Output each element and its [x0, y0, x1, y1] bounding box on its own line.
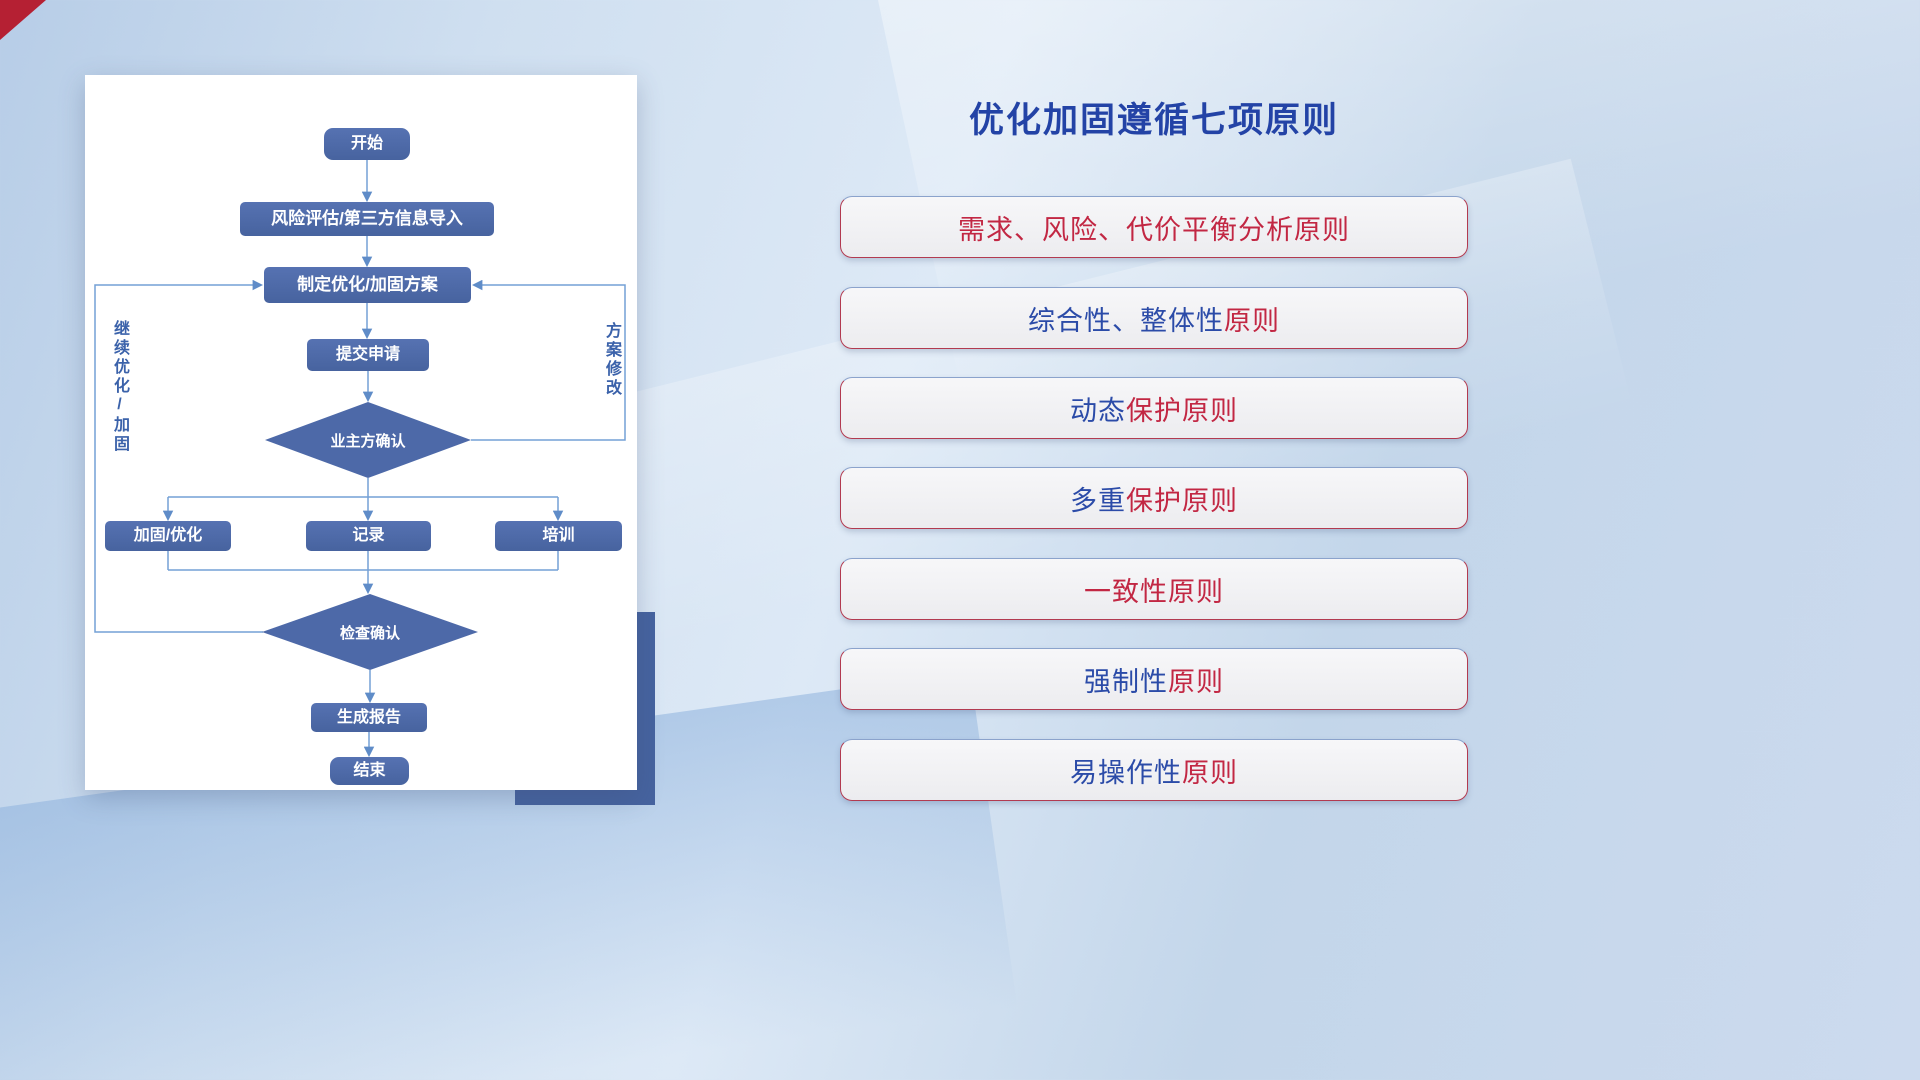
principle-item-1: 需求、风险、代价平衡分析原则 [840, 196, 1468, 258]
flow-node-risk-import: 风险评估/第三方信息导入 [240, 202, 494, 236]
principle-text-red: 保护原则 [1126, 395, 1238, 426]
flowchart-card: 开始 风险评估/第三方信息导入 制定优化/加固方案 提交申请 业主方确认 加固/… [85, 75, 637, 790]
principle-text-blue: 动态 [1070, 395, 1126, 426]
principle-text-red: 需求、风险、代价平衡分析原则 [958, 214, 1350, 245]
flow-node-submit: 提交申请 [307, 339, 429, 371]
page-title: 优化加固遵循七项原则 [968, 101, 1339, 140]
principle-item-6: 强制性 原则 [840, 648, 1468, 710]
principle-text-blue: 强制性 [1084, 666, 1168, 697]
principle-item-3: 动态 保护原则 [840, 377, 1468, 439]
flow-node-report: 生成报告 [311, 703, 427, 732]
principle-item-7: 易操作性 原则 [840, 739, 1468, 801]
flow-node-make-plan: 制定优化/加固方案 [264, 267, 471, 303]
principle-item-5: 一致性原则 [840, 558, 1468, 620]
principle-item-2: 综合性、整体性 原则 [840, 287, 1468, 349]
flow-node-harden: 加固/优化 [105, 521, 231, 551]
edge-label-plan-revise: 方案修改 [603, 322, 620, 398]
principle-text-red: 原则 [1168, 666, 1224, 697]
principle-text-red: 原则 [1224, 305, 1280, 336]
principle-text-red: 原则 [1182, 757, 1238, 788]
flow-node-record: 记录 [306, 521, 431, 551]
principle-text-red: 一致性原则 [1084, 576, 1224, 607]
corner-accent-triangle [0, 0, 46, 40]
flow-node-start: 开始 [324, 128, 410, 160]
principle-text-blue: 多重 [1070, 485, 1126, 516]
flow-node-end: 结束 [330, 757, 409, 785]
principle-item-4: 多重 保护原则 [840, 467, 1468, 529]
flow-node-training: 培训 [495, 521, 622, 551]
principle-text-blue: 综合性、整体性 [1028, 305, 1224, 336]
edge-label-continue-optimize: 继续优化/加固 [111, 320, 128, 454]
flowchart-connectors [94, 160, 626, 758]
principle-text-blue: 易操作性 [1070, 757, 1182, 788]
principle-text-red: 保护原则 [1126, 485, 1238, 516]
